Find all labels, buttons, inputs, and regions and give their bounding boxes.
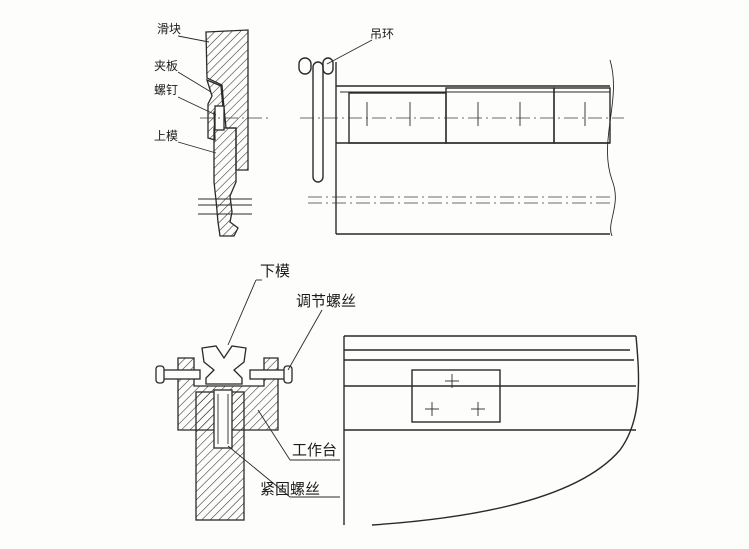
label-upper-die: 上模 (154, 129, 178, 143)
lower-die-block (411, 369, 501, 423)
label-screw: 螺钉 (154, 83, 178, 97)
adjusting-screw-part-left (159, 369, 201, 380)
label-worktable: 工作台 (292, 441, 337, 459)
label-fastening-screw: 紧固螺丝 (260, 480, 320, 498)
adjusting-screw-part-right (249, 369, 289, 380)
lower-front-view (343, 335, 640, 526)
upper-die-part (213, 127, 239, 237)
upper-front-view (298, 39, 624, 237)
lower-die-section-view (155, 279, 340, 521)
label-clamp-plate: 夹板 (154, 59, 178, 73)
upper-die-section-view (177, 29, 272, 237)
lifting-ring-part (312, 61, 324, 183)
label-slider: 滑块 (157, 22, 181, 36)
fastening-screw-part (213, 389, 233, 449)
label-lower-die: 下模 (260, 262, 290, 280)
label-lifting-ring: 吊环 (370, 27, 394, 41)
lower-die-part (201, 345, 247, 385)
label-adjusting-screw: 调节螺丝 (296, 292, 356, 310)
